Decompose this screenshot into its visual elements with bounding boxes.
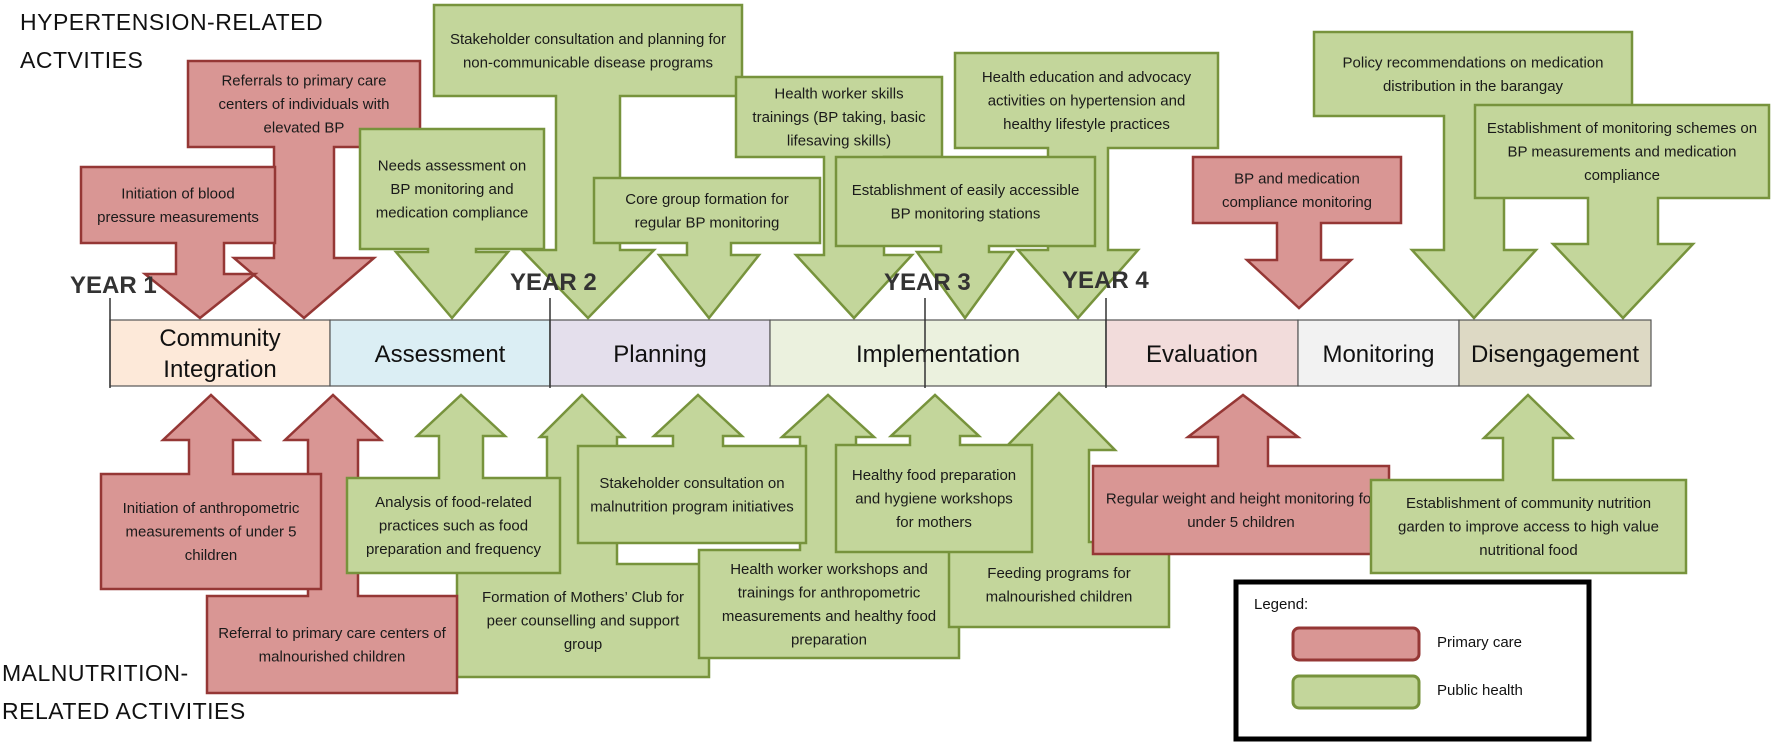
phase-planning: Planning	[549, 319, 771, 387]
phase-block-planning	[549, 319, 771, 387]
phase-assessment: Assessment	[329, 319, 551, 387]
hypertension-callout-text-1: Stakeholder consultation and planning fo…	[450, 31, 726, 72]
hypertension-callout-shape-8	[592, 176, 822, 321]
phase-evaluation: Evaluation	[1105, 319, 1299, 387]
hypertension-label-line1: HYPERTENSION-RELATED	[20, 9, 323, 35]
phase-disengagement: Disengagement	[1458, 319, 1652, 387]
phase-block-disengagement	[1458, 319, 1652, 387]
public-health-legend-label: Public health	[1437, 682, 1523, 699]
primary-care-legend-label: Primary care	[1437, 634, 1522, 651]
hypertension-callout-shape-2	[1312, 30, 1634, 320]
hypertension-activity-1: Stakeholder consultation and planning fo…	[432, 3, 744, 320]
phase-block-monitoring	[1297, 319, 1460, 387]
legend-box	[1233, 579, 1592, 742]
phase-label-assessment: Assessment	[375, 341, 506, 368]
malnutrition-callout-shape-8	[834, 393, 1034, 554]
hypertension-callout-shape-10	[1191, 155, 1403, 310]
phase-block-assessment	[329, 319, 551, 387]
year-3-label: YEAR 3	[884, 269, 971, 296]
malnutrition-callout-shape-4	[205, 393, 459, 695]
public-health-swatch	[1291, 674, 1421, 710]
hypertension-callout-shape-7	[79, 165, 277, 320]
malnutrition-activity-9: Regular weight and height monitoring for…	[1091, 393, 1391, 556]
phase-block-evaluation	[1105, 319, 1299, 387]
malnutrition-callout-text-9: Regular weight and height monitoring for…	[1106, 490, 1376, 531]
hypertension-callout-shape-6	[358, 127, 546, 320]
phase-label-evaluation: Evaluation	[1146, 341, 1258, 368]
phase-block-community-integration	[109, 319, 331, 387]
legend-title: Legend:	[1254, 596, 1308, 613]
malnutrition-callout-shape-5	[99, 393, 323, 591]
legend: Legend: Primary care Public health	[1233, 579, 1592, 742]
malnutrition-callout-shape-7	[576, 393, 808, 545]
year-4-label: YEAR 4	[1062, 267, 1149, 294]
malnutrition-callout-shape-9	[1091, 393, 1391, 556]
phase-implementation: Implementation	[769, 319, 1107, 387]
phase-block-implementation	[769, 319, 1107, 387]
malnutrition-label-line2: RELATED ACTIVITIES	[2, 698, 246, 724]
hypertension-callouts: Stakeholder consultation and planning fo…	[79, 3, 1771, 321]
malnutrition-callout-shape-6	[345, 393, 562, 575]
phase-label-monitoring: Monitoring	[1322, 341, 1434, 368]
malnutrition-label-line1: MALNUTRITION-	[2, 660, 189, 686]
year-1-label: YEAR 1	[70, 272, 157, 299]
malnutrition-callout-shape-10	[1369, 393, 1688, 575]
hypertension-label-line2: ACTVITIES	[20, 47, 143, 73]
phase-label-disengagement: Disengagement	[1471, 341, 1639, 368]
primary-care-swatch	[1291, 626, 1421, 662]
phase-label-implementation: Implementation	[856, 341, 1020, 368]
hypertension-callout-shape-11	[1473, 103, 1771, 320]
year-2-label: YEAR 2	[510, 269, 597, 296]
phase-label-planning: Planning	[613, 341, 706, 368]
hypertension-callout-shape-9	[834, 155, 1097, 321]
phase-monitoring: Monitoring	[1297, 319, 1460, 387]
